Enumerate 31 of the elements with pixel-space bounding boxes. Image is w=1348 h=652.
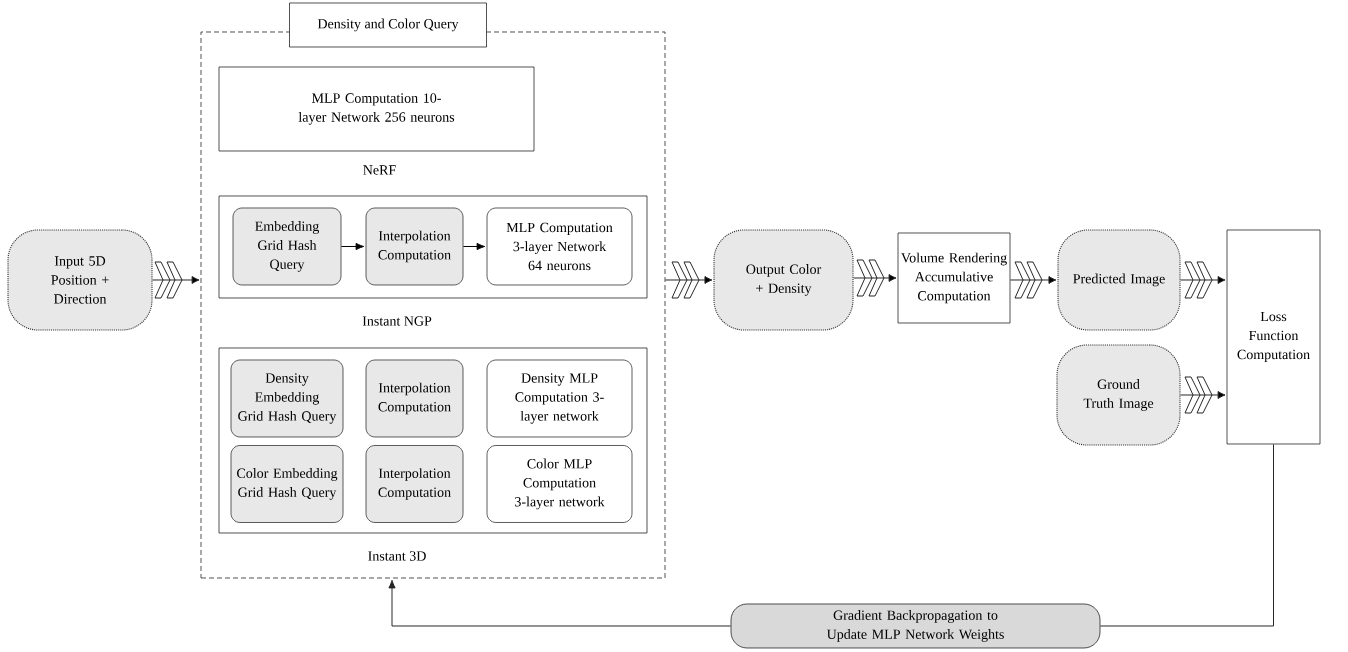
rounded-box: Interpolation Computation: [365, 445, 464, 523]
dotted-rounded-box: Predicted Image: [1057, 229, 1181, 331]
caption-label: NeRF: [363, 165, 396, 175]
rounded-box: MLP Computation 3-layer Network 64 neurons: [486, 207, 633, 286]
chevron-arrow: [152, 261, 200, 299]
rounded-box: Embedding Grid Hash Query: [232, 207, 342, 286]
process-box: Loss Function Computation: [1226, 229, 1321, 445]
dotted-rounded-box: Output Color + Density: [713, 229, 854, 331]
rounded-box: Color MLP Computation 3-layer network: [486, 445, 633, 523]
connector-line: [1099, 443, 1274, 627]
process-box: MLP Computation 10-layer Network 256 neurons: [218, 66, 535, 152]
node-label: Density and Color Query: [317, 18, 459, 32]
arrow: [340, 242, 365, 251]
node-label: Instant NGP: [362, 316, 432, 326]
chevron-arrow: [1180, 376, 1226, 414]
chevron-arrow: [1009, 261, 1057, 299]
rounded-box: Interpolation Computation: [365, 207, 464, 286]
arrow: [388, 579, 732, 627]
rounded-box: Density MLP Computation 3-layer network: [486, 359, 633, 438]
chevron-arrow: [853, 259, 897, 297]
chevron-arrow: [664, 261, 713, 299]
rounded-box: Interpolation Computation: [365, 359, 464, 438]
rounded-box: Density Embedding Grid Hash Query: [230, 359, 344, 438]
dotted-rounded-box: Ground Truth Image: [1056, 344, 1181, 446]
rounded-box: Color Embedding Grid Hash Query: [230, 445, 344, 523]
dotted-rounded-box: Input 5D Position + Direction: [7, 229, 153, 331]
arrow: [462, 242, 486, 251]
pill-box: Gradient Backpropagation to Update MLP Network Weights: [730, 603, 1101, 649]
node-label: Instant 3D: [368, 551, 426, 561]
process-box: Volume Rendering Accumulative Computation: [897, 232, 1011, 324]
chevron-arrow: [1180, 261, 1226, 299]
